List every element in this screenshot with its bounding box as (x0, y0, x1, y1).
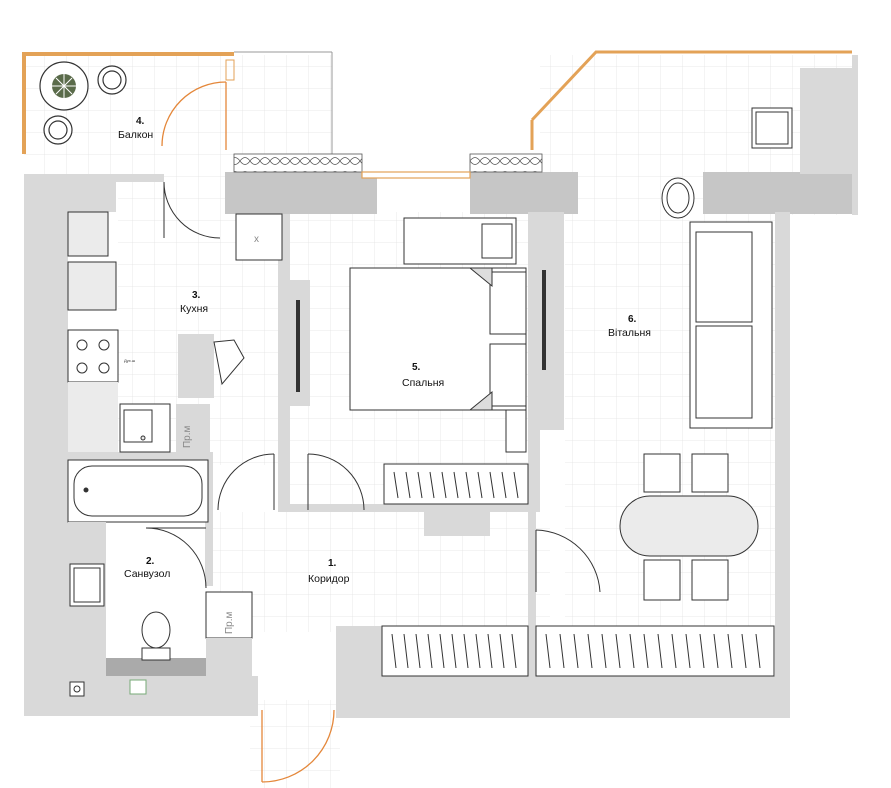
balcony-furniture (39, 61, 127, 145)
walls (24, 55, 858, 718)
bathroom-fixtures (67, 459, 253, 697)
balcony-number: 4. (136, 116, 145, 127)
wardrobe-hangers (391, 633, 761, 669)
corridor-doors (217, 453, 601, 593)
kitchen-furniture (67, 211, 283, 454)
bedroom-number: 5. (412, 362, 421, 373)
kitchen-name: Кухня (180, 303, 208, 315)
kitchen-number: 3. (192, 290, 201, 301)
corridor-name: Коридор (308, 573, 350, 585)
balcony-name: Балкон (118, 129, 153, 141)
kitchen-box-x: x (254, 234, 259, 245)
living-furniture (619, 68, 852, 601)
bathroom-number: 2. (146, 556, 155, 567)
kitchen-note-label: Дух.ш (124, 358, 135, 363)
entrance-door (261, 709, 335, 783)
bathroom-name: Санвузол (124, 568, 170, 580)
bedroom-name: Спальня (402, 377, 444, 389)
bathroom-washer-label: Пр.м (224, 611, 235, 634)
balcony-door (161, 81, 227, 150)
living-number: 6. (628, 314, 637, 325)
balcony-area (22, 51, 543, 179)
kitchen-door (163, 181, 221, 239)
kitchen-fridge-label: Пр.м (182, 425, 193, 448)
living-name: Вітальня (608, 327, 651, 339)
bay-window (530, 50, 852, 150)
bedroom-wardrobe-hangers (393, 471, 519, 499)
corridor-number: 1. (328, 558, 337, 569)
bathroom-door (145, 527, 207, 589)
